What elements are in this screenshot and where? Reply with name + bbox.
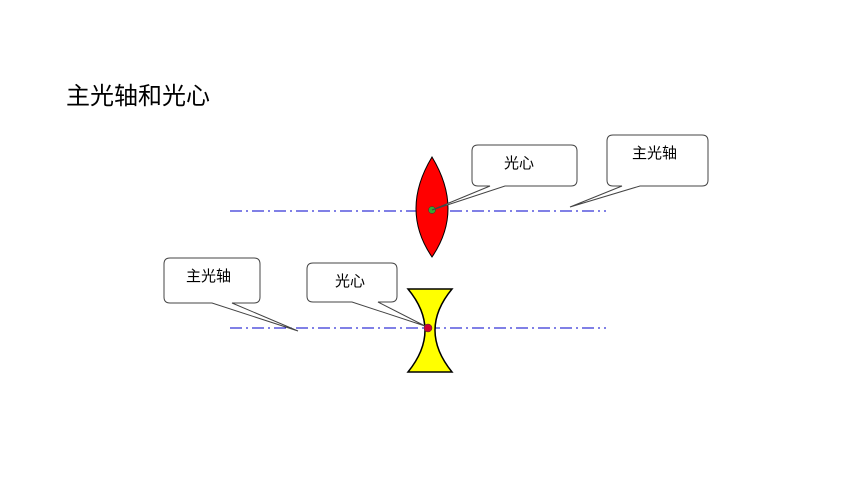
concave-principal-axis-callout: 主光轴 (163, 257, 299, 332)
concave-principal-axis-label: 主光轴 (186, 267, 231, 285)
concave-optical-center-label: 光心 (335, 272, 365, 290)
concave-lens-group: 光心 主光轴 (163, 257, 606, 373)
page-title: 主光轴和光心 (66, 82, 210, 110)
convex-optical-center-callout: 光心 (431, 144, 578, 211)
convex-optical-center-label: 光心 (504, 154, 534, 172)
convex-principal-axis-callout: 主光轴 (569, 134, 709, 208)
convex-principal-axis-label: 主光轴 (632, 144, 677, 162)
concave-optical-center-dot (423, 323, 433, 333)
convex-lens-group: 光心 主光轴 (230, 134, 709, 258)
concave-optical-center-callout: 光心 (306, 262, 426, 327)
